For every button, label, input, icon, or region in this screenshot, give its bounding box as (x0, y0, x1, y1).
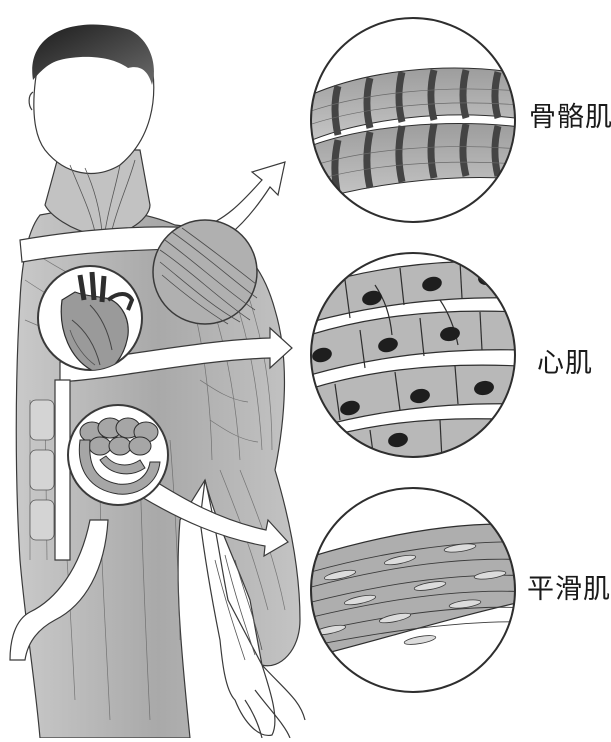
cardiac-muscle-circle (300, 253, 520, 460)
intestine-icon (68, 405, 168, 505)
cardiac-muscle-label: 心肌 (537, 341, 593, 380)
smooth-muscle-circle (300, 488, 530, 692)
skeletal-muscle-label: 骨骼肌 (529, 95, 611, 134)
smooth-muscle-label: 平滑肌 (527, 567, 611, 606)
skeletal-muscle-circle (300, 18, 530, 222)
heart-icon (38, 266, 142, 372)
shoulder-muscle-highlight (153, 220, 257, 324)
